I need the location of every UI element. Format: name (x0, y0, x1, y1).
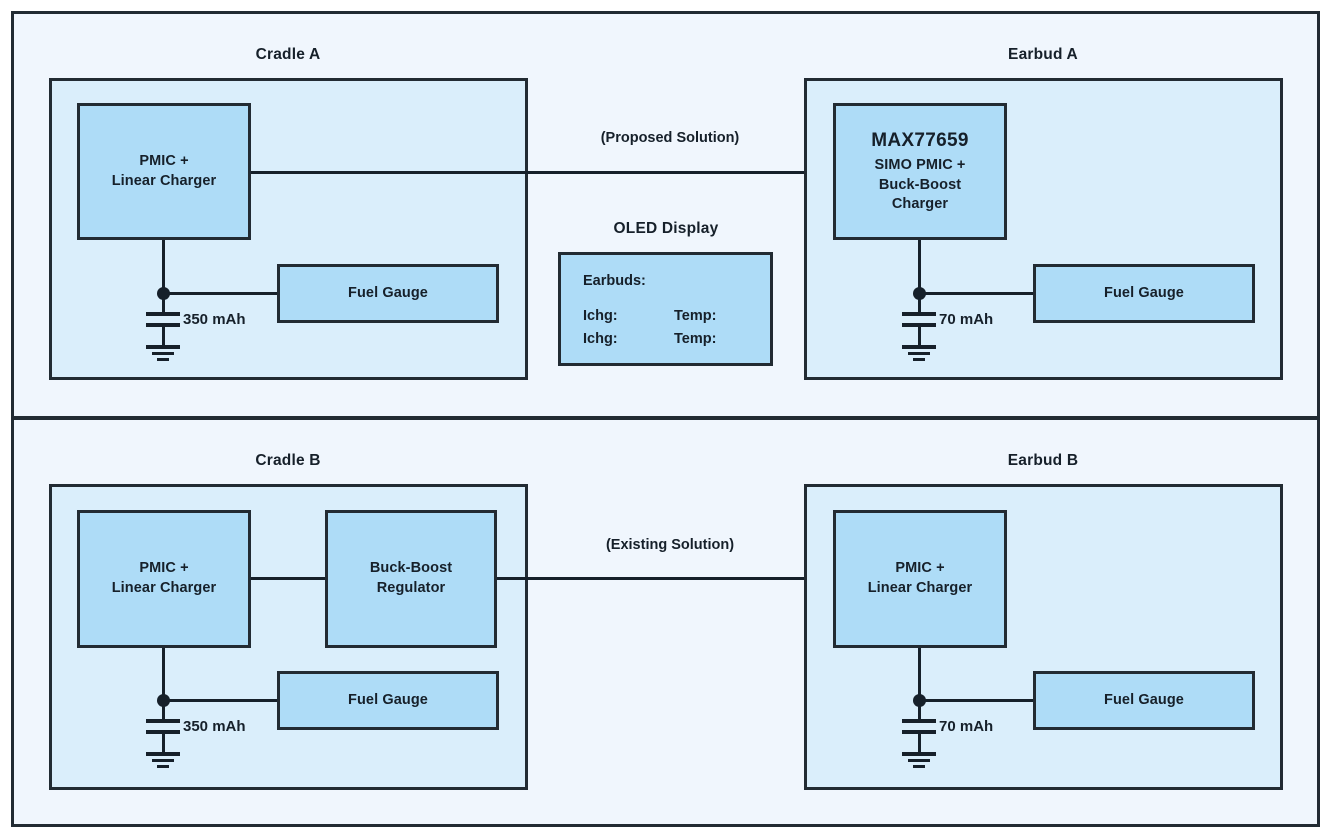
battery-plate-negative-earbud-b (902, 730, 936, 734)
wire-cradle-a-to-earbud-a (251, 171, 817, 174)
battery-plate-negative-earbud-a (902, 323, 936, 327)
chip-label-line3: Charger (891, 196, 949, 213)
wire-junction-to-battery-cradle-a (162, 295, 165, 313)
chip-label-line2: Buck-Boost (878, 176, 962, 193)
ground-bar-2-earbud-b (908, 759, 930, 762)
battery-plate-positive-earbud-a (902, 312, 936, 316)
ground-bar-1-earbud-a (902, 345, 936, 349)
battery-capacity-earbud-a: 70 mAh (939, 311, 994, 328)
chip-part-number: MAX77659 (871, 130, 969, 152)
wire-junction-to-fuel-gauge-cradle-b (163, 699, 279, 702)
pmic-b-label-line2: Linear Charger (111, 580, 217, 596)
oled-row-0-temperature: Temp: (674, 308, 717, 324)
battery-plate-positive-cradle-a (146, 312, 180, 316)
pmic-b-label-line1: PMIC + (139, 560, 189, 577)
wire-pmic-to-junction-earbud-b (918, 648, 921, 702)
oled-display-panel[interactable]: Earbuds: Ichg: Temp: Ichg: Temp: (558, 252, 773, 366)
pmic-label-line1: PMIC + (139, 152, 189, 169)
wire-junction-to-battery-earbud-b (918, 702, 921, 720)
wire-junction-to-fuel-gauge-earbud-b (919, 699, 1035, 702)
block-fuel-gauge-cradle-a[interactable]: Fuel Gauge (277, 264, 499, 323)
battery-plate-negative-cradle-a (146, 323, 180, 327)
wire-junction-to-battery-cradle-b (162, 702, 165, 720)
block-buck-boost-regulator-cradle-b[interactable]: Buck-Boost Regulator (325, 510, 497, 648)
battery-plate-positive-earbud-b (902, 719, 936, 723)
oled-display-title: OLED Display (613, 220, 719, 237)
block-fuel-gauge-cradle-b[interactable]: Fuel Gauge (277, 671, 499, 730)
battery-plate-positive-cradle-b (146, 719, 180, 723)
chip-label-line1: SIMO PMIC + (874, 156, 966, 173)
ground-bar-1-cradle-a (146, 345, 180, 349)
group-title-earbud-a: Earbud A (1008, 46, 1078, 63)
ground-bar-1-cradle-b (146, 752, 180, 756)
buck-boost-label-line1: Buck-Boost (369, 560, 453, 577)
arrow-label-existing-solution: (Existing Solution) (605, 537, 735, 553)
wire-pmic-to-junction-cradle-a (162, 240, 165, 295)
wire-battery-to-ground-cradle-a (162, 327, 165, 346)
buck-boost-label-line2: Regulator (376, 580, 446, 596)
group-title-cradle-a: Cradle A (255, 46, 321, 63)
wire-junction-to-battery-earbud-a (918, 295, 921, 313)
wire-battery-to-ground-earbud-a (918, 327, 921, 346)
battery-capacity-earbud-b: 70 mAh (939, 718, 994, 735)
pmic-label-line2: Linear Charger (111, 172, 217, 189)
ground-bar-1-earbud-b (902, 752, 936, 756)
battery-plate-negative-cradle-b (146, 730, 180, 734)
oled-header-label: Earbuds: (583, 273, 646, 289)
wire-chip-to-junction-earbud-a (918, 240, 921, 295)
pmic-eb-label-line2: Linear Charger (867, 580, 973, 596)
ground-bar-2-earbud-a (908, 352, 930, 355)
block-pmic-linear-charger-cradle-b[interactable]: PMIC + Linear Charger (77, 510, 251, 648)
pmic-eb-label-line1: PMIC + (895, 560, 945, 577)
oled-row-1-current: Ichg: (583, 331, 618, 347)
ground-bar-3-earbud-b (913, 765, 925, 768)
ground-bar-3-cradle-a (157, 358, 169, 361)
arrow-label-proposed-solution: (Proposed Solution) (600, 130, 740, 146)
wire-cradle-b-to-earbud-b (497, 577, 817, 580)
wire-pmic-to-junction-cradle-b (162, 648, 165, 702)
battery-capacity-cradle-a: 350 mAh (183, 311, 246, 328)
wire-pmic-to-buck-boost-cradle-b (251, 577, 325, 580)
block-fuel-gauge-earbud-b[interactable]: Fuel Gauge (1033, 671, 1255, 730)
section-divider (11, 416, 1320, 420)
ground-bar-2-cradle-a (152, 352, 174, 355)
block-pmic-linear-charger-cradle-a[interactable]: PMIC + Linear Charger (77, 103, 251, 240)
block-pmic-linear-charger-earbud-b[interactable]: PMIC + Linear Charger (833, 510, 1007, 648)
block-fuel-gauge-earbud-a[interactable]: Fuel Gauge (1033, 264, 1255, 323)
block-max77659-earbud-a[interactable]: MAX77659 SIMO PMIC + Buck-Boost Charger (833, 103, 1007, 240)
battery-capacity-cradle-b: 350 mAh (183, 718, 246, 735)
wire-battery-to-ground-earbud-b (918, 734, 921, 753)
oled-row-0-current: Ichg: (583, 308, 618, 324)
wire-battery-to-ground-cradle-b (162, 734, 165, 753)
group-title-cradle-b: Cradle B (255, 452, 321, 469)
wire-junction-to-fuel-gauge-cradle-a (163, 292, 279, 295)
ground-bar-3-cradle-b (157, 765, 169, 768)
ground-bar-2-cradle-b (152, 759, 174, 762)
wire-junction-to-fuel-gauge-earbud-a (919, 292, 1035, 295)
group-title-earbud-b: Earbud B (1007, 452, 1079, 469)
ground-bar-3-earbud-a (913, 358, 925, 361)
oled-row-1-temperature: Temp: (674, 331, 717, 347)
